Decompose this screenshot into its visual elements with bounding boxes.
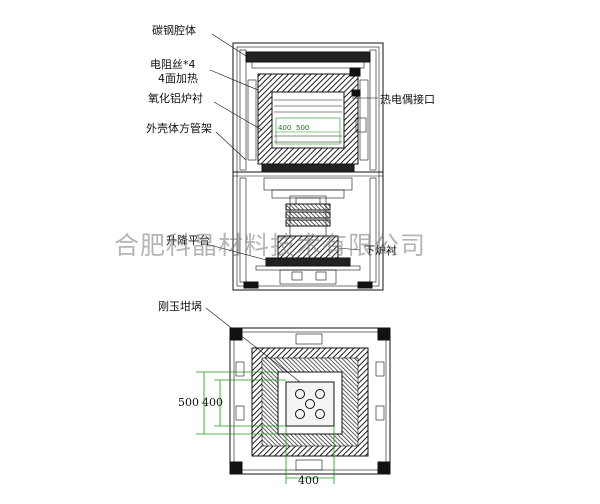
top-dimensions [196, 371, 335, 484]
label-outer-square-tube-frame: 外壳体方管架 [146, 122, 212, 135]
outer-frame [232, 42, 384, 291]
top-outer-frame [229, 327, 391, 475]
dim-front-inner-width: 500 [296, 124, 310, 132]
label-lower-lining: 下炉衬 [364, 244, 397, 257]
label-lifting-platform: 升降平台 [166, 234, 210, 247]
dim-top-outer-height: 500 [178, 396, 199, 409]
dim-front-small-left: 400 [278, 124, 292, 132]
label-thermocouple-port: 热电偶接口 [380, 93, 435, 106]
label-resistance-wire: 电阻丝*4 [150, 58, 196, 71]
label-corundum-crucible: 刚玉坩埚 [158, 300, 202, 313]
inner-chamber-front [271, 91, 345, 149]
dim-top-inner-height: 400 [202, 396, 223, 409]
front-dimensions [275, 117, 341, 145]
company-watermark: 合肥科晶材料技术有限公司 [114, 231, 427, 260]
label-alumina-lining: 氧化铝炉衬 [148, 92, 203, 105]
dim-top-bottom-width: 400 [298, 474, 319, 487]
label-four-side-heating: 4面加热 [158, 72, 198, 85]
front-view [232, 42, 384, 291]
top-view [229, 327, 391, 475]
front-leaders [205, 33, 378, 263]
top-leaders [205, 307, 301, 383]
label-carbon-steel-chamber: 碳钢腔体 [152, 24, 196, 37]
corundum-crucible-shape [285, 381, 335, 427]
